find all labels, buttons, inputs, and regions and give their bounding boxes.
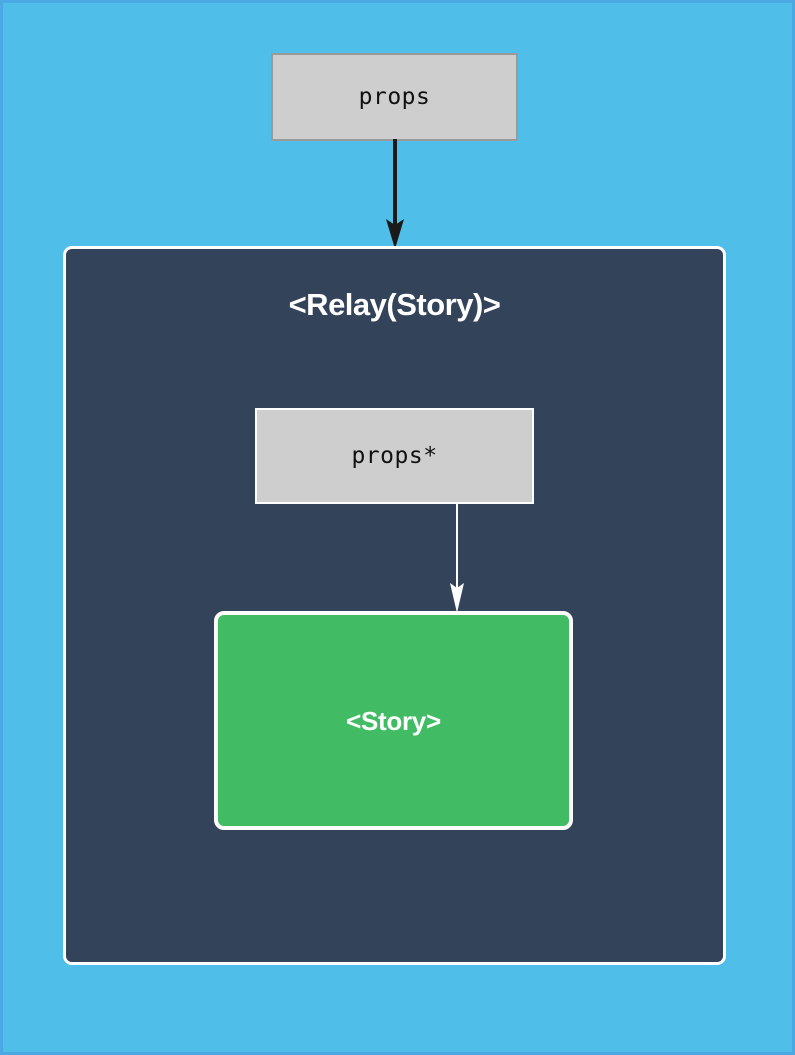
edge-props-inner-to-story-arrow [450,503,464,613]
node-relay-story-title: <Relay(Story)> [288,287,501,322]
edge-props-to-relay-arrow [386,139,404,249]
node-props-outer[interactable]: props [271,53,518,141]
node-props-inner-label: props* [351,442,438,469]
node-story-box[interactable]: <Story> [214,611,573,830]
node-props-outer-label: props [358,83,431,110]
node-relay-story-container[interactable]: <Relay(Story)> props* <Story> [63,246,726,965]
node-story-label: <Story> [346,705,441,736]
node-props-inner[interactable]: props* [255,408,534,504]
